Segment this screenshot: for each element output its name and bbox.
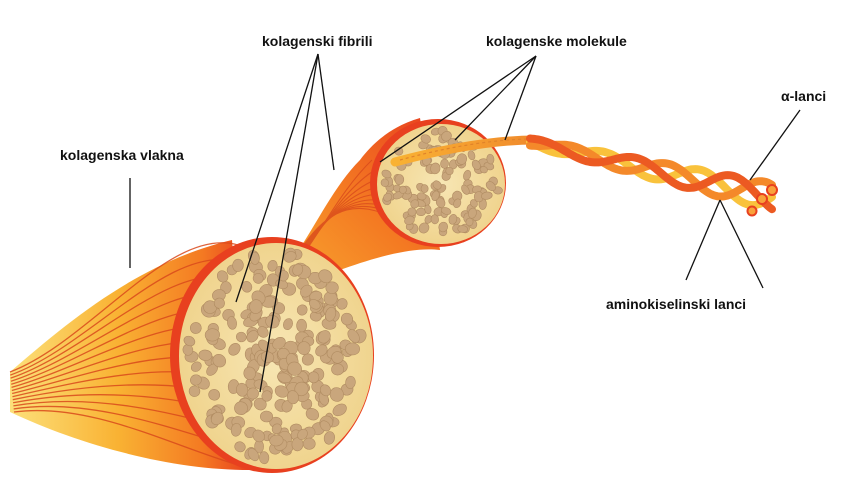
label-alpha-chains: α-lanci xyxy=(781,88,826,104)
label-amino-acid-chains: aminokiselinski lanci xyxy=(606,296,746,312)
label-collagen-molecules: kolagenske molekule xyxy=(486,33,627,49)
label-collagen-fibers: kolagenska vlakna xyxy=(60,147,184,163)
fiber-cross-section xyxy=(170,237,374,473)
fibril-cross-section xyxy=(370,119,506,247)
alpha-chain-triple-helix xyxy=(530,139,777,216)
label-collagen-fibrils: kolagenski fibrili xyxy=(262,33,372,49)
